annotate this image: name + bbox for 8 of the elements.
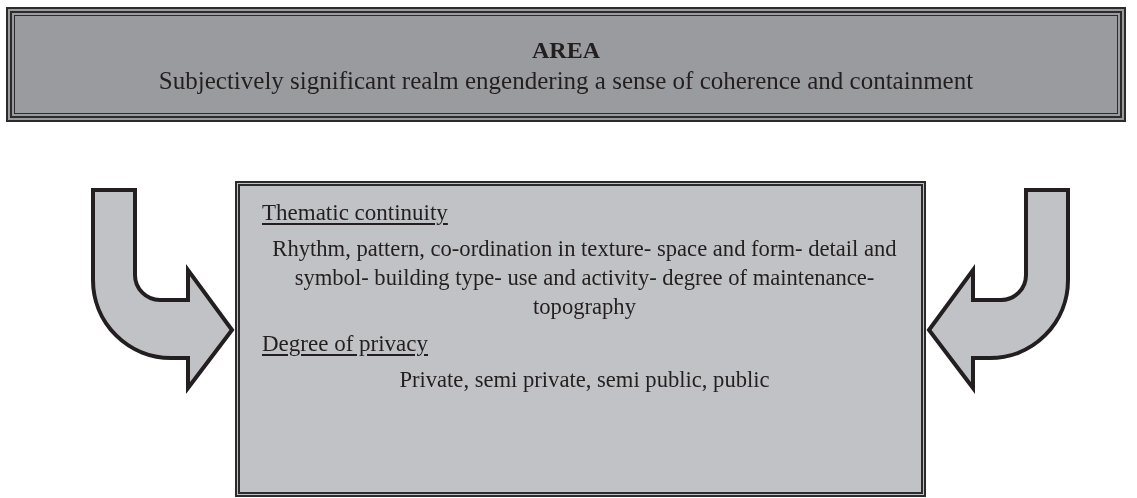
section-text: Private, semi private, semi public, public [398,366,771,394]
section-heading: Degree of privacy [262,331,429,357]
header-box [6,7,1126,122]
content-box [235,181,926,497]
section-heading: Thematic continuity [262,200,448,226]
title-text: AREA [531,36,601,65]
subtitle-text: Subjectively significant realm engendering a sense of coherence and containment [157,66,975,96]
section-text: Rhythm, pattern, co-ordination in texture- space and form- detail and symbol- building type- use and activity- degree of maintenance- topography [271,235,898,321]
